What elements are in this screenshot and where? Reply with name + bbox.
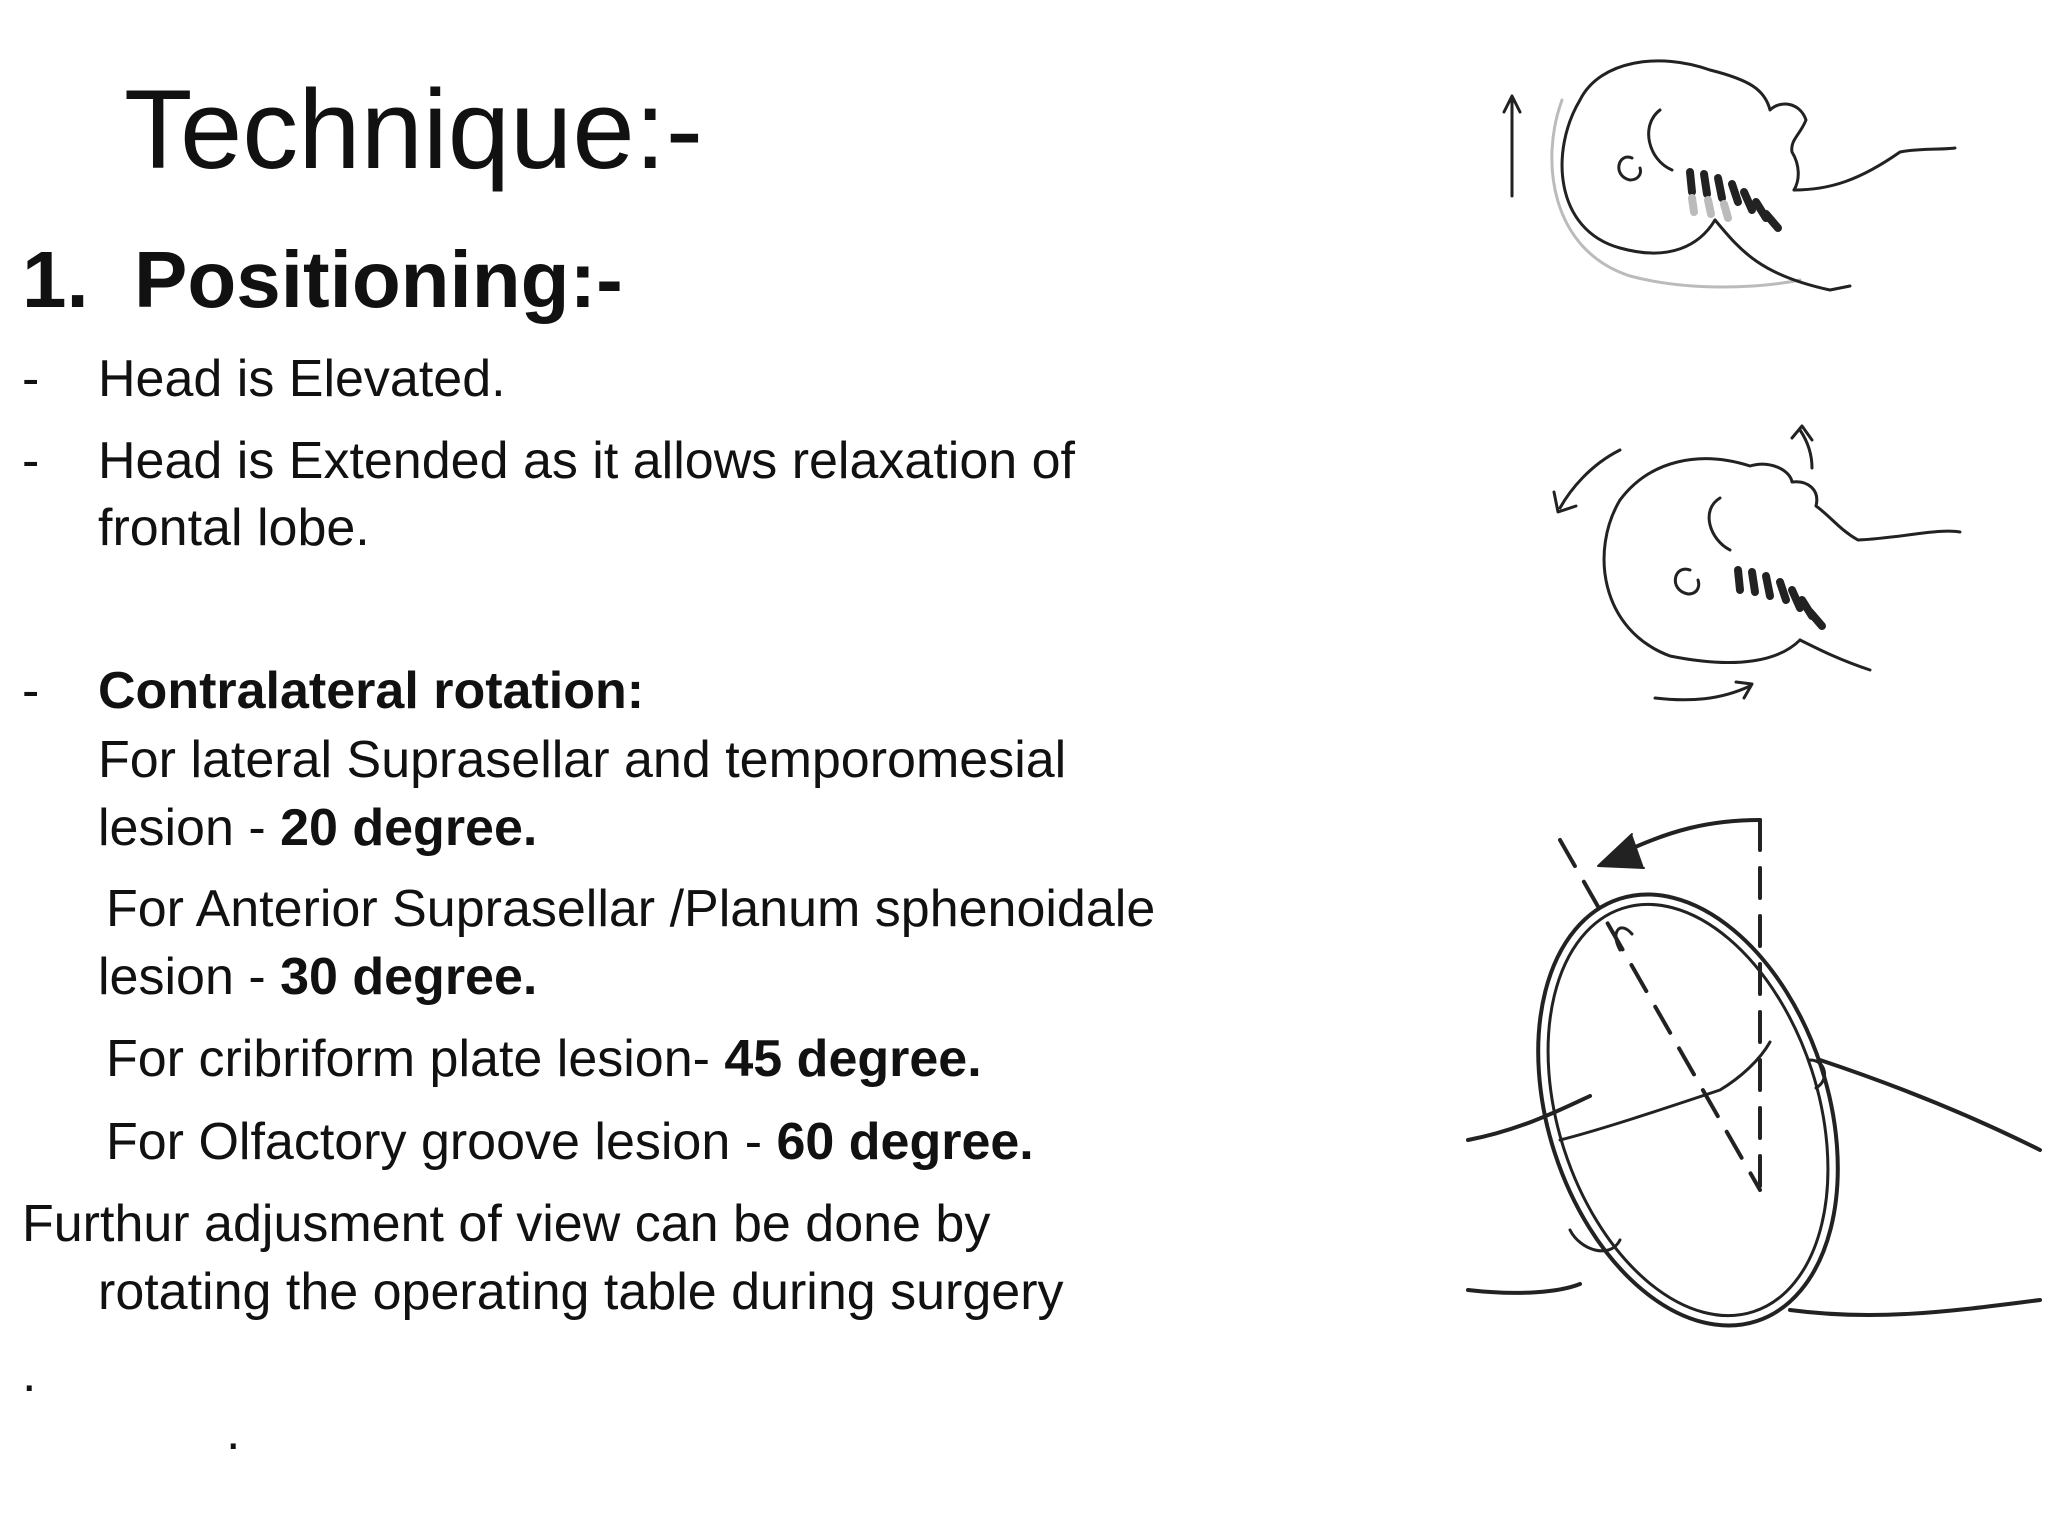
rotation-cribriform-line: For cribriform plate lesion- 45 degree. (106, 1025, 982, 1093)
head-elevation-illustration (1502, 59, 1957, 292)
bullet-marker: - (22, 350, 40, 408)
neutral-head-outline (1550, 98, 1802, 289)
ear-right (1808, 1058, 1826, 1090)
incision-line (1558, 1040, 1772, 1142)
rotation-anterior-degree: 30 degree. (280, 948, 538, 1006)
left-shoulder (1466, 1094, 1592, 1142)
right-shoulder (1818, 1058, 2042, 1152)
shoulder-line (1792, 146, 1957, 192)
rotation-anterior-text: lesion - (98, 948, 281, 1006)
footer-line1: Furthur adjusment of view can be done by (22, 1195, 991, 1253)
footer-line2: rotating the operating table during surg… (98, 1263, 1064, 1321)
rotation-angle-arc (1618, 818, 1762, 856)
section-heading-text: Positioning:- (134, 235, 623, 324)
rotation-cribriform-degree: 45 degree. (724, 1030, 982, 1088)
bullet-contralateral-title: Contralateral rotation: (98, 657, 644, 725)
left-body-bottom (1466, 1282, 1582, 1295)
skull-outline (1560, 98, 1717, 255)
neck-back (1713, 218, 1852, 292)
rotation-anterior-line1: For Anterior Suprasellar /Planum sphenoi… (106, 880, 1156, 938)
rotation-angle-arrowhead (1597, 833, 1645, 869)
head-outline (1536, 892, 1840, 1328)
rotation-arrow-top (1558, 448, 1622, 510)
nose-tip (1614, 926, 1634, 952)
rotation-arrow-head-left (1552, 490, 1578, 514)
rotation-arrow-head-bottom (1734, 680, 1754, 700)
right-body-bottom (1788, 1298, 2042, 1318)
rotation-olfactory-degree: 60 degree. (776, 1113, 1034, 1171)
up-arrow-head (1502, 94, 1522, 114)
brain-inner (1647, 108, 1674, 172)
rotation-cribriform-text: For cribriform plate lesion- (106, 1030, 725, 1088)
rotation-lateral-line1: For lateral Suprasellar and temporomesia… (98, 731, 1067, 789)
face-profile (1618, 457, 1962, 542)
rotation-lateral-text: lesion - (98, 799, 281, 857)
bullet-marker: - (22, 662, 40, 720)
head-contralateral-rotation-illustration (1466, 818, 2042, 1328)
bullet-marker: - (22, 432, 40, 490)
section-heading: 1. Positioning:- (22, 234, 623, 326)
stray-dot: . (22, 1345, 37, 1403)
rotation-anterior-line2: lesion - 30 degree. (98, 943, 537, 1011)
cervical-vertebrae (1734, 566, 1826, 630)
slide-title: Technique:- (124, 67, 704, 192)
section-number: 1. (22, 235, 89, 324)
rotated-axis (1558, 838, 1762, 1192)
rotation-olfactory-text: For Olfactory groove lesion - (106, 1113, 777, 1171)
bullet-head-elevated: Head is Elevated. (98, 350, 506, 408)
ear (1673, 567, 1701, 596)
rotation-lateral-line2: lesion - 20 degree. (98, 794, 537, 862)
bullet-head-extended-line2: frontal lobe. (98, 499, 370, 557)
neck-back (1798, 638, 1872, 672)
ear-left (1568, 1228, 1622, 1253)
cervical-vertebrae (1686, 168, 1782, 232)
ear (1617, 155, 1642, 182)
contralateral-title-text: Contralateral rotation: (98, 662, 645, 720)
head-inner-outline (1546, 902, 1830, 1318)
skull-outline (1602, 498, 1802, 665)
rotation-arrow-bottom (1653, 684, 1752, 702)
brain-inner (1707, 496, 1732, 552)
head-extension-illustration (1552, 424, 1962, 702)
stray-dot: . (226, 1403, 241, 1461)
rotation-lateral-degree: 20 degree. (280, 799, 538, 857)
bullet-head-extended-line1: Head is Extended as it allows relaxation… (98, 432, 1075, 490)
rotation-arrow-right (1798, 428, 1814, 470)
face-profile (1578, 59, 1808, 192)
rotation-olfactory-line: For Olfactory groove lesion - 60 degree. (106, 1108, 1034, 1176)
rotation-arrow-head-right (1790, 424, 1814, 442)
